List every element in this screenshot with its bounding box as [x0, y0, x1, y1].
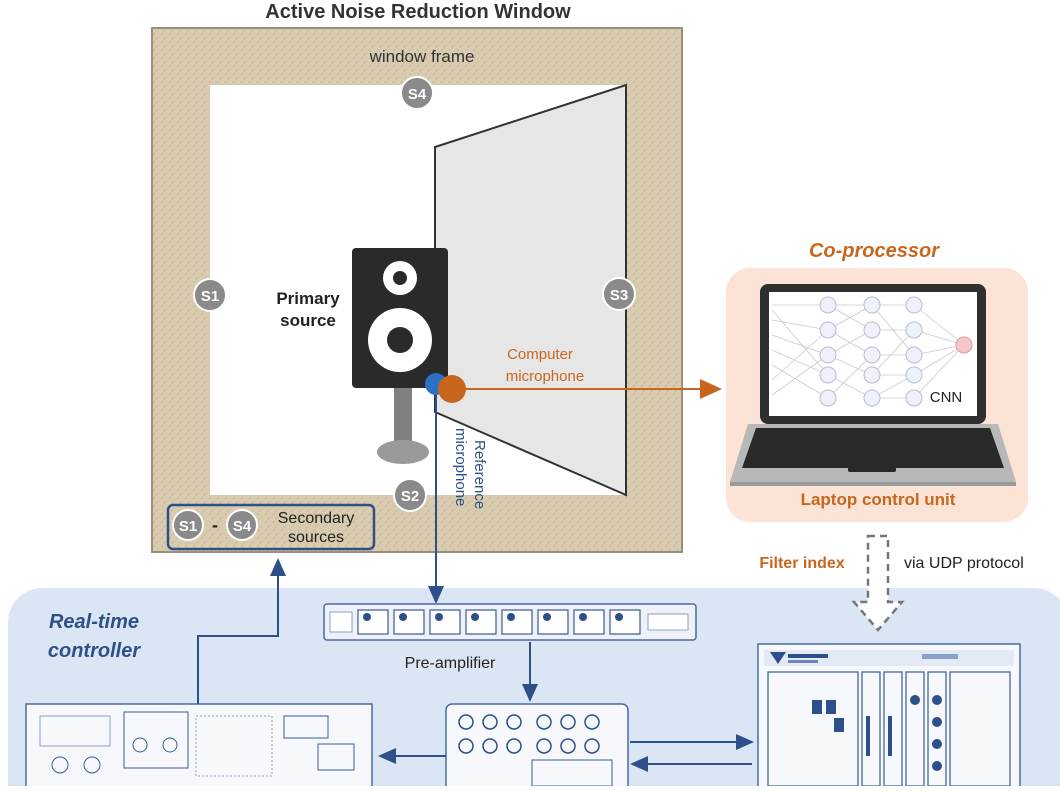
computer-mic-label-1: Computer: [507, 346, 573, 363]
preamplifier-icon: [323, 603, 697, 641]
primary-source-label-2: source: [280, 311, 336, 330]
sensor-s4: S4: [400, 76, 434, 110]
secondary-sources-label-2: sources: [288, 529, 344, 546]
primary-source-label-1: Primary: [276, 289, 340, 308]
filter-index-label: Filter index: [759, 555, 844, 572]
preamplifier-label: Pre-amplifier: [405, 655, 496, 672]
legend-sensor-s4: S4: [226, 509, 258, 541]
io-device-icon: [445, 703, 629, 791]
svg-text:S1: S1: [201, 288, 219, 305]
computer-microphone-icon: [438, 375, 466, 403]
sensor-s3: S3: [602, 277, 636, 311]
amplifier-icon: [25, 703, 373, 791]
laptop-icon: [730, 284, 1016, 486]
computer-mic-label-2: microphone: [506, 368, 584, 385]
sensor-s2: S2: [393, 478, 427, 512]
svg-text:S1: S1: [179, 518, 197, 535]
secondary-sources-box: [166, 503, 376, 551]
laptop-label: Laptop control unit: [801, 490, 956, 509]
udp-arrow: [851, 534, 905, 632]
svg-text:S4: S4: [233, 518, 252, 535]
svg-text:S2: S2: [401, 488, 419, 505]
svg-text:S4: S4: [408, 86, 427, 103]
cnn-label: CNN: [930, 389, 963, 406]
udp-protocol-label: via UDP protocol: [904, 555, 1024, 572]
legend-dash: -: [212, 515, 218, 535]
sensor-s1: S1: [193, 278, 227, 312]
window-frame-label: window frame: [369, 47, 475, 66]
reference-mic-label-1: Reference: [471, 440, 488, 509]
speaker-icon: [352, 248, 448, 464]
diagram-title: Active Noise Reduction Window: [265, 1, 571, 23]
reference-mic-label-2: microphone: [452, 428, 469, 506]
controller-title-1: Real-time: [49, 611, 139, 633]
legend-sensor-s1: S1: [172, 509, 204, 541]
svg-text:S3: S3: [610, 287, 628, 304]
pxi-chassis-icon: [757, 643, 1021, 791]
coprocessor-title: Co-processor: [809, 240, 940, 262]
cnn-nodes: [819, 296, 973, 407]
controller-title-2: controller: [48, 640, 141, 662]
amp-to-secondary-arrow: [197, 558, 286, 704]
secondary-sources-label-1: Secondary: [278, 510, 355, 527]
